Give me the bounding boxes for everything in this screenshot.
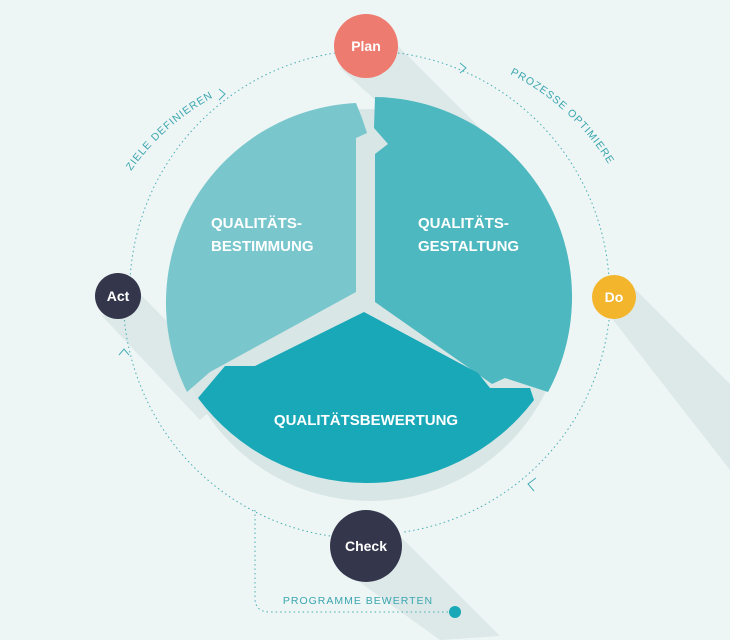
- segment-right-line2: GESTALTUNG: [418, 238, 519, 255]
- node-check-label: Check: [345, 538, 387, 554]
- segment-right-line1: QUALITÄTS-: [418, 215, 509, 232]
- bracket-end-dot: [449, 606, 461, 618]
- pie-segments: [165, 97, 573, 484]
- node-act-label: Act: [107, 288, 130, 304]
- node-check: Check: [330, 510, 402, 582]
- arc-label-programme-bewerten: PROGRAMME BEWERTEN: [283, 595, 433, 607]
- segment-qualitaetsgestaltung: [374, 97, 573, 392]
- bracket-line: [254, 510, 461, 618]
- segment-qualitaetsbestimmung: [165, 103, 356, 392]
- node-do: Do: [592, 275, 636, 319]
- arrow-chevron-icon: [118, 348, 130, 356]
- ring-arc-plan-do: [397, 52, 610, 279]
- segment-qualitaetsbewertung: [198, 312, 534, 484]
- ring-arc-do-check: [403, 319, 610, 533]
- arrow-chevron-icon: [527, 477, 537, 492]
- arrow-chevron-icon: [459, 62, 467, 74]
- node-plan-label: Plan: [351, 38, 381, 54]
- cycle-ring: [123, 52, 610, 537]
- ring-arc-check-act: [123, 315, 331, 537]
- node-act: Act: [95, 273, 141, 319]
- segment-left-line1: QUALITÄTS-: [211, 215, 302, 232]
- segment-bottom-label: QUALITÄTSBEWERTUNG: [274, 412, 458, 429]
- arrow-chevron-icon: [218, 88, 226, 101]
- node-plan: Plan: [334, 14, 398, 78]
- node-do-label: Do: [605, 289, 624, 305]
- ring-arrows: [118, 62, 537, 492]
- segment-left-line2: BESTIMMUNG: [211, 238, 314, 255]
